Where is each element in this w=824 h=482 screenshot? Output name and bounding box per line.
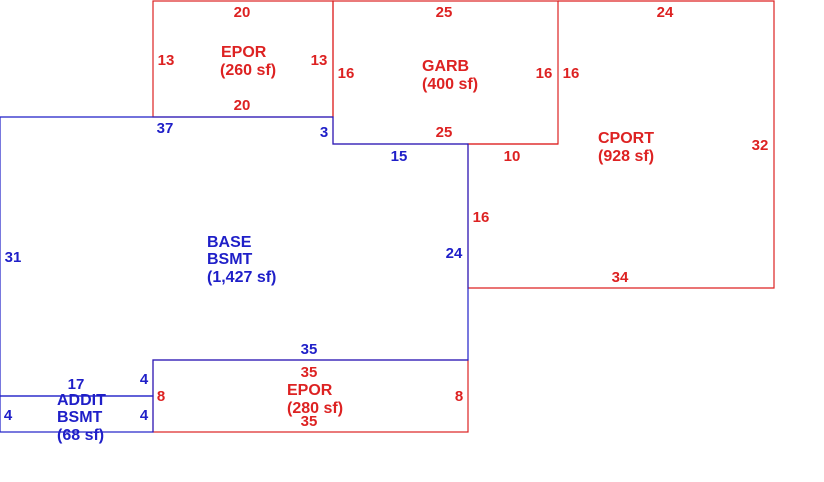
area-label-base: BASE BSMT (1,427 sf) [207,234,276,286]
cport-outline [467,0,775,289]
area-label-epor-bottom: EPOR (280 sf) [287,382,343,417]
dim-addit-top: 17 [68,376,85,393]
dim-cport-inner-right: 16 [473,209,490,226]
dim-cport-bottom: 34 [612,269,629,286]
dim-addit-right-lower: 4 [140,407,149,424]
dim-garb-left: 16 [338,65,355,82]
dim-epor-bottom-bottom: 35 [301,413,318,430]
area-name: ADDIT [57,392,106,409]
dim-epor-bottom-top: 35 [301,364,318,381]
addit-outline [0,395,154,433]
dim-base-left: 31 [5,249,22,266]
dim-cport-right: 32 [752,137,769,154]
area-size: (260 sf) [220,62,276,79]
area-size: (280 sf) [287,400,343,417]
area-size: (68 sf) [57,427,104,444]
dim-addit-left: 4 [4,407,13,424]
dim-epor-top-right: 13 [311,52,328,69]
area-subname: BSMT [207,251,253,268]
dim-garb-bottom: 25 [436,124,453,141]
dim-epor-top-left: 13 [158,52,175,69]
dim-base-mid-top: 15 [391,148,408,165]
dim-epor-top-top: 20 [234,4,251,21]
dim-epor-bottom-right: 8 [455,388,463,405]
dim-base-step: 3 [320,124,328,141]
area-label-cport: CPORT (928 sf) [598,130,654,165]
dim-base-right: 24 [446,245,463,262]
dim-base-bottom: 35 [301,341,318,358]
area-name: CPORT [598,130,654,147]
dim-cport-inner-bottom: 10 [504,148,521,165]
area-subname: BSMT [57,409,103,426]
dim-base-top: 37 [157,120,174,137]
area-name: EPOR [287,382,333,399]
dim-garb-top: 25 [436,4,453,21]
dim-addit-right-upper: 4 [140,371,149,388]
dim-garb-right: 16 [536,65,553,82]
area-size: (928 sf) [598,148,654,165]
area-label-epor-top: EPOR (260 sf) [220,44,276,79]
dim-cport-top: 24 [657,4,674,21]
area-size: (400 sf) [422,76,478,93]
dim-epor-bottom-left: 8 [157,388,165,405]
area-name: EPOR [221,44,267,61]
area-label-addit: ADDIT BSMT (68 sf) [57,392,106,444]
area-name: BASE [207,234,252,251]
area-label-garb: GARB (400 sf) [422,58,478,93]
dim-epor-top-bottom: 20 [234,97,251,114]
area-name: GARB [422,58,469,75]
area-size: (1,427 sf) [207,269,276,286]
dim-cport-left: 16 [563,65,580,82]
